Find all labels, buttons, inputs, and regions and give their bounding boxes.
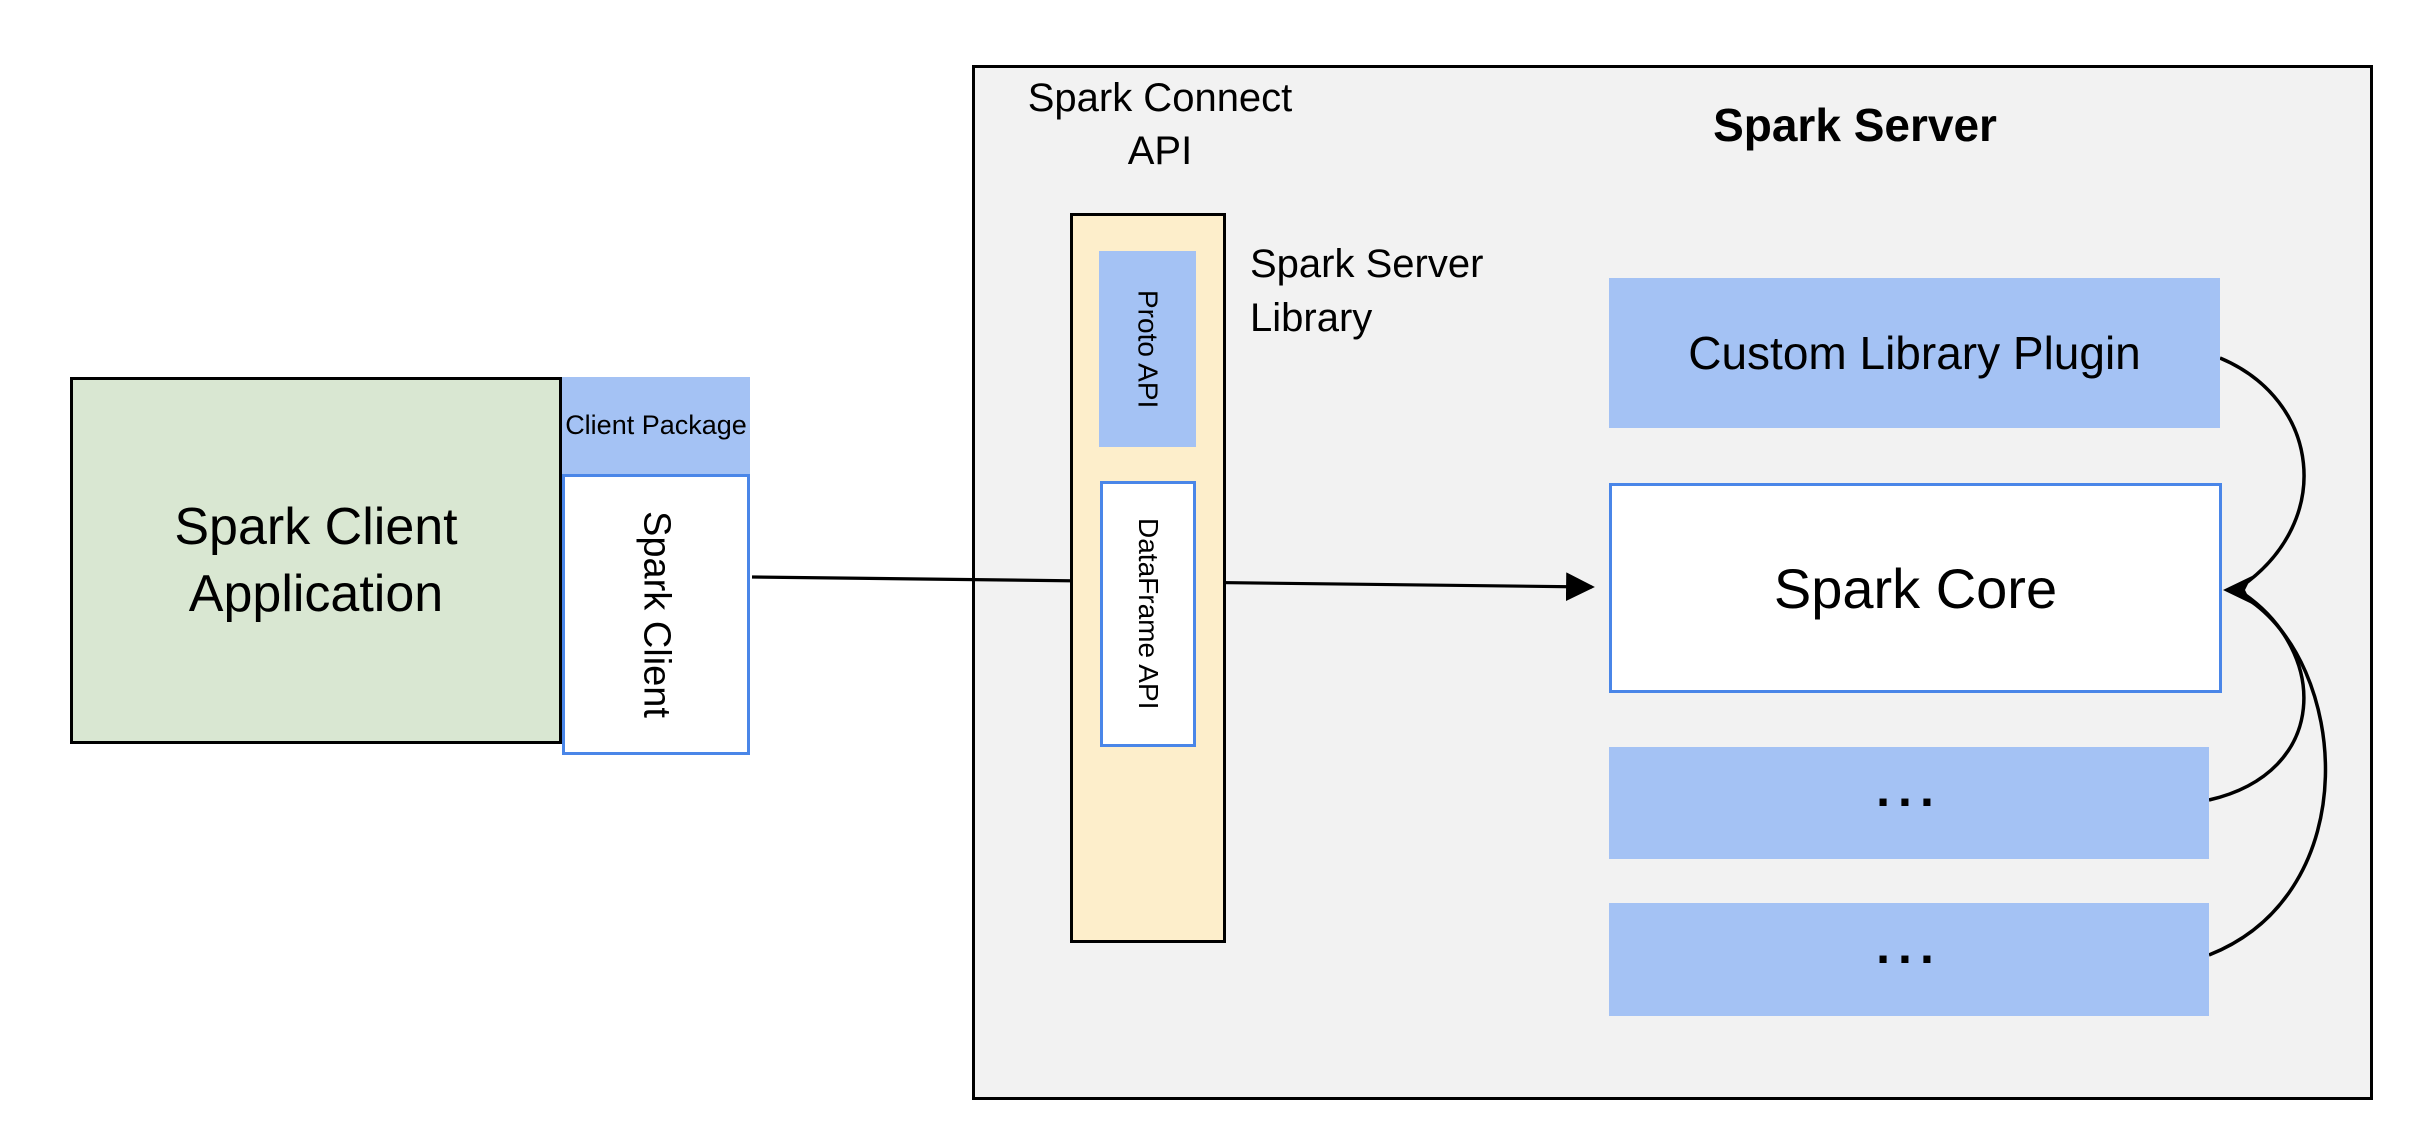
plugin-slot-1-label: ... [1876,761,1942,817]
plugin-slot-2-label: ... [1876,917,1942,974]
custom-library-plugin-box: Custom Library Plugin [1609,278,2220,428]
spark-server-title: Spark Server [1713,99,1997,151]
proto-api-label: Proto API [1132,289,1164,409]
client-package-label: Client Package [565,409,747,440]
spark-client-label: Spark Client [635,511,678,718]
dataframe-api-box: DataFrame API [1100,481,1196,747]
spark-server-library-label: Spark Server Library [1250,242,1484,340]
spark-client-box: Spark Client [562,474,750,755]
plugin-slot-box-1: ... [1609,747,2209,859]
dataframe-api-label: DataFrame API [1133,518,1164,710]
custom-library-plugin-label: Custom Library Plugin [1688,327,2141,379]
spark-client-application-box: Spark Client Application [70,377,562,744]
proto-api-box: Proto API [1099,251,1196,447]
spark-core-box: Spark Core [1609,483,2222,693]
spark-client-application-label: Spark Client Application [174,497,458,623]
spark-connect-api-label: Spark Connect API [1027,76,1293,173]
client-package-box: Client Package [562,377,750,474]
spark-core-label: Spark Core [1773,556,2058,620]
plugin-slot-box-2: ... [1609,903,2209,1016]
